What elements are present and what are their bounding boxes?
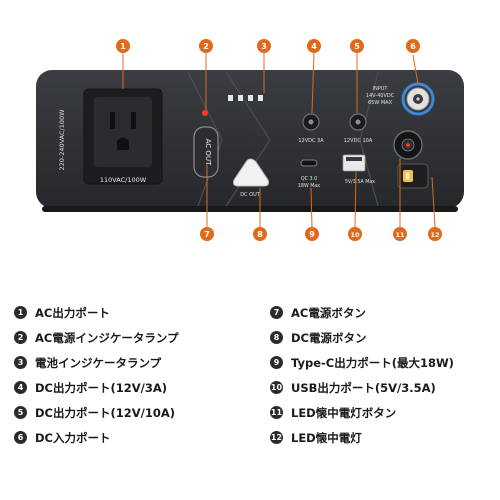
dc-out-button[interactable]: [233, 158, 269, 187]
callout-3: [257, 39, 271, 53]
legend-number-badge: 2: [14, 331, 27, 344]
legend-number-badge: 6: [14, 431, 27, 444]
legend-item: 5 DC出力ポート(12V/10A): [14, 400, 179, 425]
dc-port-10a-label: 12VDC 10A: [344, 138, 373, 144]
ac-rating: 110VAC/100W: [100, 176, 147, 184]
legend-number-badge: 4: [14, 381, 27, 394]
usb-label: 5V/3.5A Max: [345, 179, 375, 185]
callout-4: [307, 39, 321, 53]
battery-led-3: [248, 95, 253, 101]
callout-6: [406, 39, 420, 53]
panel-divider-right: [359, 71, 379, 207]
legend-label: AC出力ポート: [35, 305, 110, 320]
callout-1: [116, 39, 130, 53]
led-flashlight-button-dot: [406, 143, 410, 147]
svg-text:11: 11: [395, 231, 405, 239]
dc-out-button-label: DC OUT: [240, 192, 261, 198]
input-port-pin: [416, 97, 420, 101]
legend-item: 9 Type-C出力ポート(最大18W): [270, 350, 454, 375]
legend-label: Type-C出力ポート(最大18W): [291, 355, 454, 370]
svg-text:5: 5: [354, 42, 360, 51]
callout-10: [348, 227, 362, 241]
typec-label-2: 18W Max: [298, 183, 320, 189]
legend-item: 1 AC出力ポート: [14, 300, 179, 325]
legend-label: AC電源ボタン: [291, 305, 366, 320]
svg-text:1: 1: [120, 42, 126, 51]
panel-divider-left: [187, 71, 223, 207]
usb-port-tongue: [346, 157, 362, 161]
svg-text:12: 12: [430, 231, 439, 239]
legend-label: USB出力ポート(5V/3.5A): [291, 380, 436, 395]
panel-bottom-shadow: [42, 206, 458, 212]
callout-7: [200, 227, 214, 241]
dc-port-3a-pin: [308, 119, 314, 125]
ac-out-button[interactable]: [193, 126, 219, 178]
legend-label: AC電源インジケータランプ: [35, 330, 179, 345]
legend-item: 4 DC出力ポート(12V/3A): [14, 375, 179, 400]
ac-out-button-label: AC OUT: [204, 139, 212, 166]
dc-port-3a-label: 12VDC 3A: [298, 138, 324, 144]
legend-column-right: 7 AC電源ボタン 8 DC電源ボタン 9 Type-C出力ポート(最大18W) 10 USB…: [270, 300, 454, 450]
legend-item: 8 DC電源ボタン: [270, 325, 454, 350]
legend-label: 電池インジケータランプ: [35, 355, 162, 370]
ac-outlet-slot-right: [131, 112, 136, 129]
legend-item: 7 AC電源ボタン: [270, 300, 454, 325]
led-flashlight-lens-highlight: [406, 173, 409, 179]
legend-label: LED懐中電灯: [291, 430, 362, 445]
battery-led-1: [228, 95, 233, 101]
legend-label: DC出力ポート(12V/10A): [35, 405, 176, 420]
legend-item: 12 LED懐中電灯: [270, 425, 454, 450]
ac-side-rating: 220-240VAC/100W: [58, 109, 66, 171]
legend-number-badge: 9: [270, 356, 283, 369]
callout-11: [393, 227, 407, 241]
legend-number-badge: 10: [270, 381, 283, 394]
svg-text:9: 9: [309, 230, 315, 239]
legend-label: DC入力ポート: [35, 430, 111, 445]
legend-number-badge: 8: [270, 331, 283, 344]
callout-12: [428, 227, 442, 241]
svg-text:10: 10: [350, 231, 360, 239]
legend-number-badge: 3: [14, 356, 27, 369]
legend-number-badge: 1: [14, 306, 27, 319]
legend-item: 10 USB出力ポート(5V/3.5A): [270, 375, 454, 400]
svg-text:2: 2: [203, 42, 209, 51]
callout-9: [305, 227, 319, 241]
legend-number-badge: 11: [270, 406, 283, 419]
legend-item: 2 AC電源インジケータランプ: [14, 325, 179, 350]
typec-label-1: QC 3.0: [301, 176, 317, 182]
input-label: INPUT: [373, 86, 389, 92]
svg-text:4: 4: [311, 42, 317, 51]
svg-text:6: 6: [410, 42, 416, 51]
callout-lines: [122, 52, 436, 228]
ac-outlet-slot-left: [110, 112, 115, 129]
battery-led-4: [258, 95, 263, 101]
legend-number-badge: 12: [270, 431, 283, 444]
callout-2: [199, 39, 213, 53]
callout-badges: 1 2 3 4 5 6 7 8 9 10 11 12: [116, 39, 442, 241]
svg-text:7: 7: [204, 230, 210, 239]
battery-led-2: [238, 95, 243, 101]
dc-port-10a-pin: [355, 119, 361, 125]
legend-label: DC電源ボタン: [291, 330, 367, 345]
ac-outlet-ground: [117, 137, 129, 150]
callout-8: [253, 227, 267, 241]
input-max: 65W MAX: [368, 100, 393, 106]
ac-indicator-led: [202, 110, 208, 116]
legend-item: 3 電池インジケータランプ: [14, 350, 179, 375]
svg-text:8: 8: [257, 230, 263, 239]
legend-item: 6 DC入力ポート: [14, 425, 179, 450]
legend-item: 11 LED懐中電灯ボタン: [270, 400, 454, 425]
ac-outlet-face: [94, 97, 152, 167]
input-voltage: 14V-40VDC: [366, 93, 395, 99]
svg-text:3: 3: [261, 42, 267, 51]
legend-number-badge: 5: [14, 406, 27, 419]
legend-label: LED懐中電灯ボタン: [291, 405, 397, 420]
device-panel-illustration: 220-240VAC/100W 110VAC/100W AC OUT DC OU…: [36, 39, 464, 241]
typec-port[interactable]: [300, 159, 318, 167]
legend-label: DC出力ポート(12V/3A): [35, 380, 168, 395]
legend-number-badge: 7: [270, 306, 283, 319]
callout-5: [350, 39, 364, 53]
